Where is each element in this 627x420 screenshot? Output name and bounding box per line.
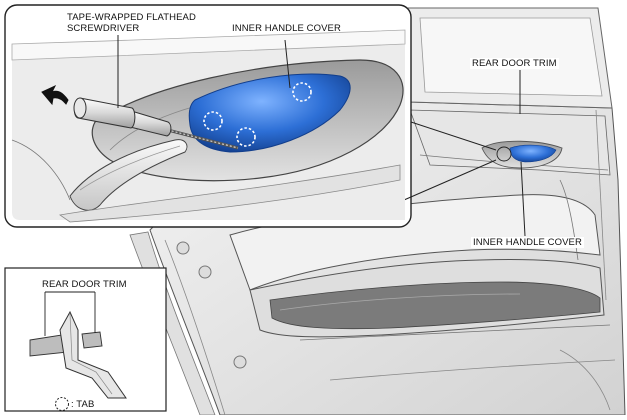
cross-section-inset xyxy=(4,267,167,412)
zoom-callout xyxy=(4,4,512,228)
inner-handle-cover-large xyxy=(188,73,351,153)
label-rear-door-trim-inset: REAR DOOR TRIM xyxy=(42,279,127,290)
label-tab-legend: : TAB xyxy=(71,399,95,410)
label-screwdriver-line1: TAPE-WRAPPED FLATHEAD xyxy=(67,12,196,23)
tab-marker-3 xyxy=(236,127,256,147)
label-rear-door-trim-main: REAR DOOR TRIM xyxy=(470,58,559,69)
tab-marker-1 xyxy=(292,82,312,102)
screwdriver xyxy=(73,97,239,150)
tab-marker-2 xyxy=(203,111,223,131)
removal-arrow-icon xyxy=(41,84,69,106)
inner-handle-cover-small xyxy=(509,144,557,163)
label-inner-handle-cover-right: INNER HANDLE COVER xyxy=(471,237,584,248)
inner-handle-lever xyxy=(69,139,188,211)
label-screwdriver-line2: SCREWDRIVER xyxy=(67,23,140,34)
label-inner-handle-cover-top: INNER HANDLE COVER xyxy=(232,23,341,34)
tab-legend-icon xyxy=(55,397,69,411)
